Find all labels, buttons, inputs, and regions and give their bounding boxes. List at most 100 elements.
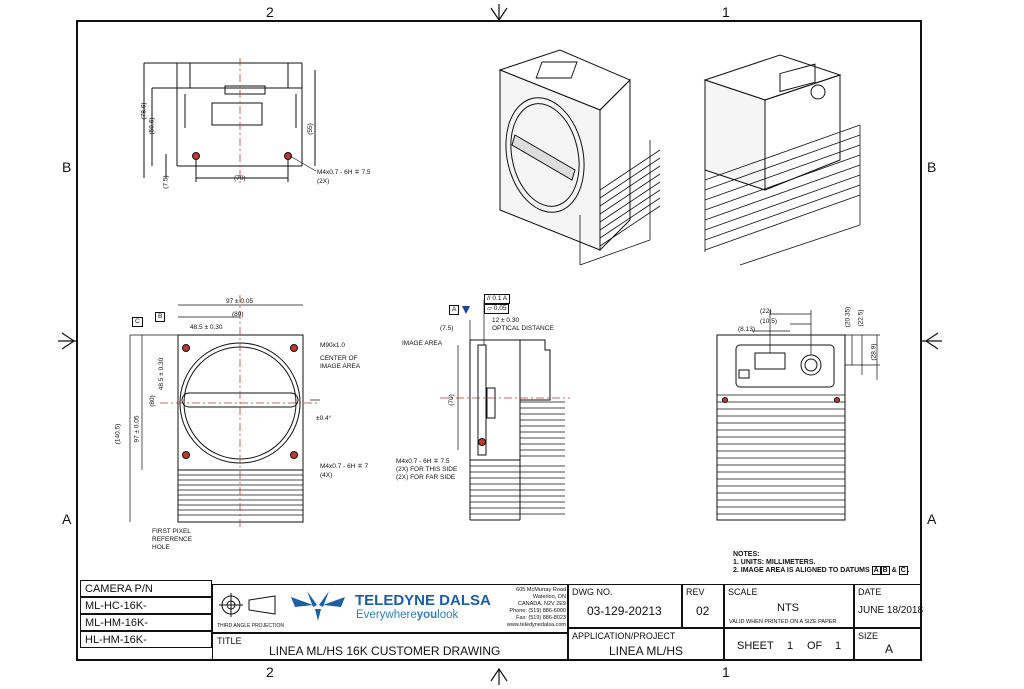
center-label-1: CENTER OF (320, 355, 358, 362)
sheet-of: OF (807, 640, 823, 652)
application-label: APPLICATION/PROJECT (572, 631, 676, 641)
dwg-no-cell: DWG NO. 03-129-20213 (568, 584, 682, 628)
dim-right-height: (55) (306, 123, 314, 135)
top-connector-view (143, 58, 317, 186)
dim-rear-28-9: (28.9) (870, 343, 878, 361)
camera-pn-row: ML-HM-16K- (80, 614, 212, 631)
thread-note-side-this: (2X) FOR THIS SIDE (396, 466, 458, 473)
camera-pn-item-3: HL-HM-16K- (85, 634, 147, 646)
zone-label-bottom-1: 1 (722, 664, 730, 680)
notes-end: . (907, 567, 910, 574)
first-pixel-label-3: HOLE (152, 544, 170, 551)
sheet-number: 1 (787, 640, 794, 652)
projection-label: THIRD ANGLE PROJECTION (217, 623, 284, 629)
zone-label-bottom-2: 2 (266, 664, 274, 680)
thread-note-lens: M4x0.7 - 6H ∓ 7 (320, 463, 369, 470)
address-line: Waterloo, ON (532, 594, 566, 600)
dim-lens-80: (80) (232, 311, 244, 318)
zone-label-top-2: 2 (266, 4, 274, 20)
tagline: Everywhereyoulook (356, 609, 458, 621)
notes-datum-c: C (898, 566, 908, 575)
dwg-no-value: 03-129-20213 (587, 604, 662, 618)
rev-cell: REV 02 (682, 584, 724, 628)
datum-a-flag: A (449, 305, 460, 315)
thread-note-top-count: (2X) (317, 178, 330, 185)
dwg-no-label: DWG NO. (572, 587, 613, 597)
tagline-part-2: you (416, 609, 438, 621)
address-line: www.teledynedalsa.com (506, 622, 566, 628)
sheet-label: SHEET (737, 640, 774, 652)
rear-connector-view (716, 310, 880, 521)
isometric-front-view (498, 49, 661, 266)
date-label: DATE (858, 587, 882, 597)
dim-lens-total: (140.5) (114, 423, 122, 445)
title-value: LINEA ML/HS 16K CUSTOMER DRAWING (269, 644, 501, 658)
center-label-2: IMAGE AREA (320, 363, 361, 370)
tagline-part-1: Everywhere (356, 609, 417, 621)
sheet-cell: SHEET 1 OF 1 (724, 628, 854, 661)
title-cell: TITLE LINEA ML/HS 16K CUSTOMER DRAWING (212, 633, 568, 661)
size-cell: SIZE A (854, 628, 921, 661)
dim-rear-22-5: (22.5) (857, 309, 865, 327)
notes-block: NOTES: 1. UNITS: MILLIMETERS. 2. IMAGE A… (733, 551, 910, 575)
dim-rear-8-13: (8.13) (738, 326, 755, 333)
dim-rear-22: (22) (760, 308, 772, 315)
dim-lens-height: 97 ± 0.05 (133, 415, 141, 443)
thread-note-lens-count: (4X) (320, 472, 333, 479)
lens-mount-view (129, 295, 320, 530)
optical-distance-label: OPTICAL DISTANCE (492, 325, 554, 332)
dim-lens-80-vertical: (80) (148, 395, 156, 407)
address-line: Phone: (519) 886-6000 (509, 608, 566, 614)
address-line: Fax: (519) 886-8023 (516, 615, 566, 621)
company-address: 605 McMurray Road Waterloo, ON CANADA, N… (488, 587, 566, 629)
dim-side-70: (70) (447, 394, 455, 406)
zone-label-right-a: A (927, 511, 937, 527)
teledyne-logo-icon (291, 591, 345, 621)
rev-value: 02 (696, 604, 710, 618)
title-label: TITLE (217, 636, 242, 646)
notes-line-2-text: 2. IMAGE AREA IS ALIGNED TO DATUMS (733, 567, 870, 574)
camera-pn-row: ML-HC-16K- (80, 597, 212, 614)
dim-rear-20-35: (20.35) (844, 306, 852, 328)
dim-lens-half-vertical: 48.5 ± 0.30 (158, 357, 166, 391)
flatness-tolerance: ▱ 0.05 (484, 304, 510, 314)
zone-label-left-a: A (62, 511, 72, 527)
dim-body-height: (59.6) (148, 117, 156, 135)
camera-pn-header-cell: CAMERA P/N (80, 580, 212, 597)
thread-note-side: M4x0.7 - 6H ∓ 7.5 (396, 458, 450, 465)
application-value: LINEA ML/HS (609, 644, 684, 658)
mount-thread-label: M90x1.0 (320, 342, 345, 349)
dim-rear-10-5: (10.5) (760, 318, 777, 325)
zone-label-top-1: 1 (722, 4, 730, 20)
rev-label: REV (686, 587, 705, 597)
dim-overall-height: (78.6) (140, 102, 148, 120)
dim-lens-half: 48.5 ± 0.30 (190, 324, 223, 331)
size-label: SIZE (858, 631, 879, 641)
dim-side-7-5: (7.5) (440, 325, 454, 332)
notes-datum-a: A (871, 566, 881, 575)
camera-pn-item-2: ML-HM-16K- (85, 617, 148, 629)
image-area-label: IMAGE AREA (402, 340, 443, 347)
notes-title: NOTES: (733, 551, 760, 558)
scale-label: SCALE (728, 587, 758, 597)
thread-note-side-far: (2X) FOR FAR SIDE (396, 474, 456, 481)
dim-hole-spacing: (70) (234, 175, 246, 182)
zone-label-left-b: B (62, 159, 72, 175)
notes-datum-b: B (880, 566, 890, 575)
side-profile-view (440, 300, 570, 521)
notes-line-1: 1. UNITS: MILLIMETERS. (733, 559, 816, 566)
zone-label-right-b: B (927, 159, 937, 175)
camera-pn-header: CAMERA P/N (85, 583, 153, 595)
size-value: A (885, 642, 894, 656)
company-cell: THIRD ANGLE PROJECTION TELEDYNE DALSA Ev… (212, 584, 568, 633)
brand-name: TELEDYNE DALSA (355, 592, 491, 609)
scale-value: NTS (777, 602, 799, 614)
address-line: 605 McMurray Road (516, 587, 566, 593)
isometric-rear-view (703, 54, 861, 266)
address-line: CANADA, N2V 2E9 (518, 601, 566, 607)
notes-amp: & (891, 567, 897, 574)
scale-cell: SCALE NTS VALID WHEN PRINTED ON A SIZE P… (724, 584, 854, 628)
date-cell: DATE JUNE 18/2018 (854, 584, 923, 628)
third-angle-projection-icon (219, 593, 276, 617)
